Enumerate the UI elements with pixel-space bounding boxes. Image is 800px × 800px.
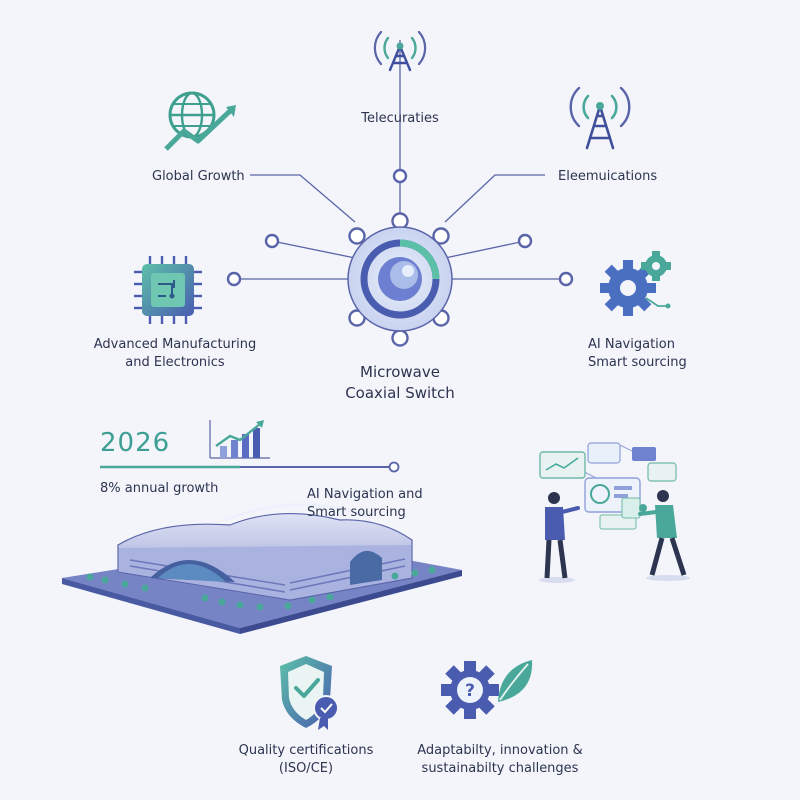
hub-title: Microwave Coaxial Switch <box>320 362 480 404</box>
timeline <box>100 461 400 473</box>
manufacturing-line1: Advanced Manufacturing <box>93 337 257 352</box>
person-right <box>638 490 690 581</box>
timeline-ai-line1: AI Navigation and <box>307 487 423 502</box>
timeline-ai-label: AI Navigation and Smart sourcing <box>307 486 423 521</box>
timeline-ai-line2: Smart sourcing <box>307 504 406 520</box>
adapt-line2: sustainabilty challenges <box>421 760 579 776</box>
broadcast-tower-icon <box>569 86 631 150</box>
manufacturing-line2: and Electronics <box>125 354 225 370</box>
ai-line2: Smart sourcing <box>588 354 687 370</box>
svg-text:?: ? <box>465 681 475 701</box>
telecom-tower-icon <box>373 30 427 72</box>
chip-icon <box>134 256 202 324</box>
timeline-year: 2026 <box>100 428 171 458</box>
globe-growth-icon <box>164 91 236 151</box>
gear-leaf-icon: ? <box>441 660 533 719</box>
node-label-manufacturing: Advanced Manufacturing and Electronics <box>80 336 270 371</box>
adaptability-label: Adaptabilty, innovation & sustainabilty … <box>400 742 600 777</box>
person-left <box>539 492 580 583</box>
node-label-ai-navigation: AI Navigation Smart sourcing <box>588 336 687 371</box>
connector-lines <box>234 40 566 317</box>
factory-building <box>62 503 462 634</box>
quality-label: Quality certifications (ISO/CE) <box>226 742 386 777</box>
bar-chart-icon <box>209 420 270 459</box>
hub-switch-icon <box>347 226 453 332</box>
shield-certification-icon <box>280 656 339 730</box>
node-label-telecom: Telecuraties <box>361 111 439 126</box>
hub-title-line2: Coaxial Switch <box>345 384 455 402</box>
hub-title-line1: Microwave <box>360 363 440 381</box>
quality-line2: (ISO/CE) <box>278 760 334 776</box>
timeline-growth-label: 8% annual growth <box>100 481 219 496</box>
ai-line1: AI Navigation <box>588 337 675 352</box>
quality-line1: Quality certifications <box>238 743 374 758</box>
adapt-line1: Adaptabilty, innovation & <box>417 743 583 758</box>
node-label-elecomm: Eleemuications <box>558 169 658 184</box>
node-label-global-growth: Global Growth <box>152 169 245 184</box>
dashboard-panels <box>539 442 677 530</box>
gears-icon <box>600 251 671 316</box>
